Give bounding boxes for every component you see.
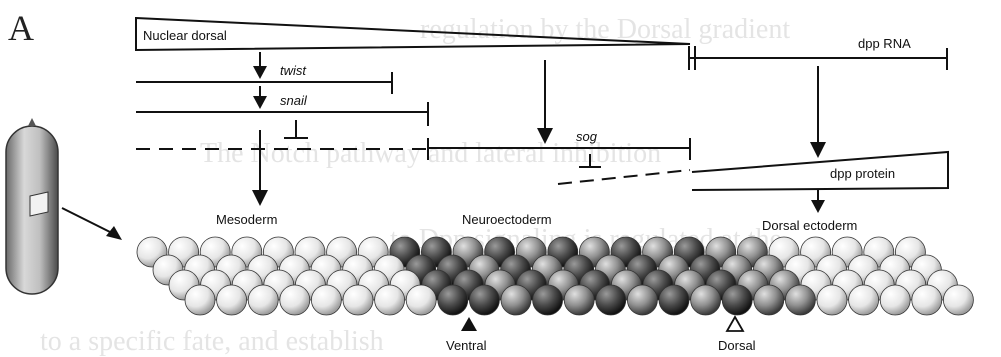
- cell: [375, 285, 405, 315]
- cell: [722, 285, 752, 315]
- cell: [627, 285, 657, 315]
- cell-sheet: [137, 237, 973, 315]
- cell: [754, 285, 784, 315]
- cell: [533, 285, 563, 315]
- mesoderm-label: Mesoderm: [216, 212, 277, 227]
- cell: [469, 285, 499, 315]
- cell: [406, 285, 436, 315]
- embryo-icon: [6, 118, 58, 294]
- cell: [785, 285, 815, 315]
- dorsal-ectoderm-label: Dorsal ectoderm: [762, 218, 857, 233]
- nuclear-dorsal-label: Nuclear dorsal: [143, 28, 227, 43]
- cell: [564, 285, 594, 315]
- dpp-protein-gradient: [692, 152, 948, 190]
- cell: [280, 285, 310, 315]
- dorsal-marker: [727, 317, 743, 331]
- ventral-marker: [461, 317, 477, 331]
- cell: [943, 285, 973, 315]
- cell: [438, 285, 468, 315]
- dpp-rna-label: dpp RNA: [858, 36, 911, 51]
- cell: [817, 285, 847, 315]
- dpp-protein-label: dpp protein: [830, 166, 895, 181]
- bleed-line-4: to a specific fate, and establish: [40, 326, 384, 357]
- cell: [691, 285, 721, 315]
- cell: [343, 285, 373, 315]
- sog-label: sog: [576, 129, 598, 144]
- panel-label: A: [8, 8, 34, 48]
- cell: [501, 285, 531, 315]
- cell: [217, 285, 247, 315]
- cell: [248, 285, 278, 315]
- cell: [849, 285, 879, 315]
- cell: [311, 285, 341, 315]
- neuroectoderm-label: Neuroectoderm: [462, 212, 552, 227]
- dorsal-label: Dorsal: [718, 338, 756, 353]
- cell: [912, 285, 942, 315]
- cell: [880, 285, 910, 315]
- twist-label: twist: [280, 63, 307, 78]
- snail-label: snail: [280, 93, 308, 108]
- ventral-label: Ventral: [446, 338, 487, 353]
- cell: [596, 285, 626, 315]
- cell: [185, 285, 215, 315]
- cell: [659, 285, 689, 315]
